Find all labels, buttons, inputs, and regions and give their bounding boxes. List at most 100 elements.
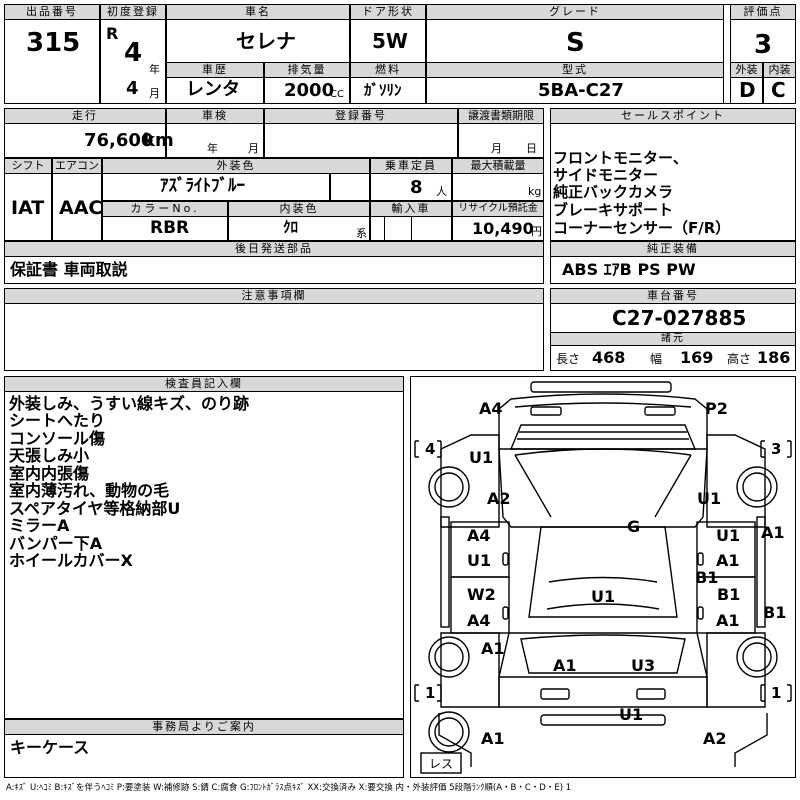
damage-mark: B1 [695, 568, 719, 587]
first-reg-label: 初度登録 [100, 4, 166, 20]
damage-mark: U1 [716, 526, 741, 545]
damage-mark: A1 [716, 551, 740, 570]
import-label: 輸入車 [370, 201, 452, 217]
color-label: 外装色 [102, 158, 370, 174]
color-cell [102, 173, 330, 201]
sales-points-cell [550, 123, 796, 241]
damage-mark: A2 [703, 729, 727, 748]
month-unit: 月 [149, 87, 160, 100]
sales-point-line: サイドモニター [553, 166, 659, 184]
later-parts-label: 後日発送部品 [4, 241, 544, 257]
notes-label: 注意事項欄 [4, 288, 544, 304]
displacement-label: 排気量 [264, 62, 350, 78]
damage-mark: B1 [763, 603, 787, 622]
chassis-label: 車台番号 [550, 288, 796, 304]
color-no-label: カラーNo. [102, 201, 228, 217]
history: レンタ [186, 79, 240, 100]
car-name-label: 車名 [166, 4, 350, 20]
interior-color: ｸﾛ [283, 218, 299, 236]
inspector-cell [4, 391, 404, 719]
mileage-label: 走行 [4, 108, 166, 124]
capacity-unit: 人 [436, 185, 447, 198]
score: 3 [754, 30, 773, 60]
notes-cell [4, 303, 544, 371]
era: R [106, 24, 119, 43]
damage-mark: A1 [481, 729, 505, 748]
damage-mark: A4 [467, 611, 491, 630]
interior-color-unit: 系 [356, 227, 367, 240]
grade: S [566, 28, 585, 58]
chassis-number: C27-027885 [612, 306, 747, 330]
lot-no-label: 出品番号 [4, 4, 100, 20]
inspector-line: ミラーA [9, 516, 70, 535]
damage-mark: A1 [761, 523, 785, 542]
car-name: セレナ [236, 29, 296, 53]
model-label: 型式 [426, 62, 724, 78]
fuel-cell [350, 77, 426, 104]
color-no: RBR [150, 218, 190, 238]
dims-cell [550, 345, 796, 371]
sales-point-line: 純正バックカメラ [553, 183, 674, 201]
sales-point-line: フロントモニター、 [553, 149, 688, 167]
interior-cell [763, 77, 796, 104]
load-cell [452, 173, 544, 201]
color-spare-cell [330, 173, 370, 201]
damage-mark: A1 [553, 656, 577, 675]
damage-mark: U1 [591, 587, 616, 606]
first-reg-cell [100, 19, 166, 104]
ac-cell [52, 173, 102, 241]
damage-mark: A4 [479, 399, 503, 418]
damage-mark: A2 [487, 489, 511, 508]
office-cell [4, 734, 404, 778]
recycle-label: リサイクル預託金 [452, 201, 544, 217]
history-cell [166, 77, 264, 104]
damage-mark: A1 [716, 611, 740, 630]
equipment-cell [550, 256, 796, 284]
history-label: 車歴 [166, 62, 264, 78]
exterior-label: 外装 [730, 62, 763, 78]
damage-mark: G [627, 517, 641, 536]
reg-no-label: 登録番号 [264, 108, 458, 124]
ac: AAC [59, 197, 103, 219]
tire-label: 4 [425, 440, 436, 458]
office-note: キーケース [10, 738, 90, 757]
damage-mark: U3 [631, 656, 656, 675]
inspector-line: コンソール傷 [9, 429, 106, 448]
fuel: ｶﾞｿﾘﾝ [364, 81, 402, 99]
model-cell [426, 77, 724, 104]
inspection-cell [166, 123, 264, 158]
damage-mark: W2 [467, 585, 496, 604]
inspection-month-unit: 月 [248, 142, 259, 155]
car-outline [414, 381, 792, 774]
first-reg-year: 4 [124, 38, 143, 68]
door-type: 5W [372, 29, 408, 53]
later-parts: 保証書 車両取説 [10, 260, 128, 279]
damage-diagram: A4 P2 U1 A2 U1 G A4 U1 U1 A1 A1 B1 U1 W2… [410, 376, 796, 778]
equipment-label: 純正装備 [550, 241, 796, 257]
legend: A:ｷｽﾞ U:ﾍｺﾐ B:ｷｽﾞを伴うﾍｺﾐ P:要塗装 W:補修跡 S:錆 … [6, 783, 572, 793]
damage-mark: A1 [481, 639, 505, 658]
spare-tire-label: レス [429, 757, 454, 771]
transfer-month-unit: 月 [491, 142, 502, 155]
first-reg-month: 4 [126, 78, 139, 99]
ac-label: エアコン [52, 158, 102, 174]
damage-mark: U1 [619, 705, 644, 724]
recycle-cell [452, 216, 544, 241]
color-no-cell [102, 216, 228, 241]
later-parts-cell [4, 256, 544, 284]
shift: IAT [11, 197, 45, 219]
mileage: 76,600 [84, 130, 154, 151]
interior-color-cell [228, 216, 370, 241]
length: 468 [592, 348, 626, 367]
load-unit: kg [528, 185, 542, 198]
sales-point-line: コーナーセンサー（F/R） [553, 219, 731, 237]
capacity-cell [370, 173, 452, 201]
transfer-label: 譲渡書類期限 [458, 108, 544, 124]
tire-label: 3 [771, 440, 782, 458]
damage-mark: P2 [705, 399, 728, 418]
shift-cell [4, 173, 52, 241]
capacity: 8 [410, 177, 423, 198]
interior-color-label: 内装色 [228, 201, 370, 217]
damage-mark: B1 [717, 585, 741, 604]
load-label: 最大積載量 [452, 158, 544, 174]
